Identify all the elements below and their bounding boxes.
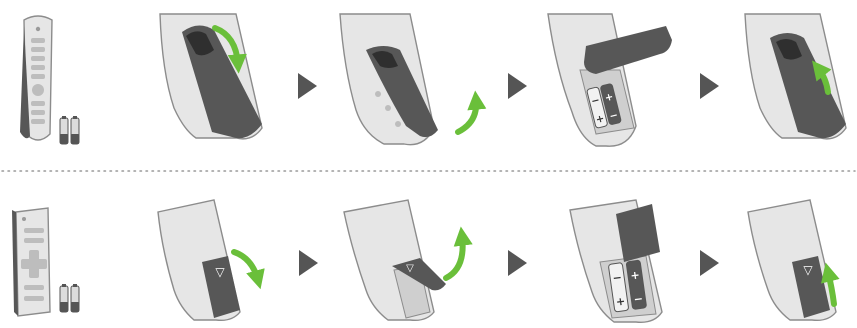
- cover-arrow-icon: ▽: [406, 263, 414, 274]
- standard-step-insert-batteries: − + + −: [569, 199, 663, 323]
- magic-step-press-cover: [159, 13, 263, 140]
- step-arrow: [508, 250, 527, 276]
- polarity-minus: −: [633, 292, 644, 306]
- polarity-minus: −: [612, 271, 623, 285]
- step-arrow: [299, 250, 318, 276]
- magic-step-slide-cover: [339, 13, 487, 146]
- standard-step-press-cover: ▽: [157, 199, 265, 322]
- standard-step-lift-cover: ▽: [343, 199, 473, 322]
- step-arrow: [298, 73, 317, 99]
- polarity-plus: +: [615, 295, 626, 309]
- polarity-plus: +: [604, 92, 615, 105]
- cover-arrow-icon: ▽: [215, 265, 225, 279]
- magic-step-insert-batteries: − + + −: [547, 13, 672, 147]
- polarity-minus: −: [590, 95, 601, 108]
- battery-pair-icon: [59, 116, 80, 145]
- step-arrow: [700, 250, 719, 276]
- row-magic-remote: − + + −: [20, 13, 847, 147]
- magic-step-close-cover: [744, 13, 847, 140]
- battery-pair-icon: [59, 284, 80, 313]
- standard-remote-overview: [12, 207, 51, 317]
- polarity-plus: +: [595, 113, 606, 126]
- polarity-minus: −: [608, 110, 619, 123]
- polarity-plus: +: [630, 268, 641, 282]
- step-arrow: [700, 73, 719, 99]
- magic-remote-overview: [20, 15, 53, 141]
- standard-step-close-cover: ▽: [747, 199, 840, 322]
- cover-arrow-icon: ▽: [803, 263, 813, 277]
- row-standard-remote: ▽ ▽ − + + −: [12, 199, 840, 323]
- step-arrow: [508, 73, 527, 99]
